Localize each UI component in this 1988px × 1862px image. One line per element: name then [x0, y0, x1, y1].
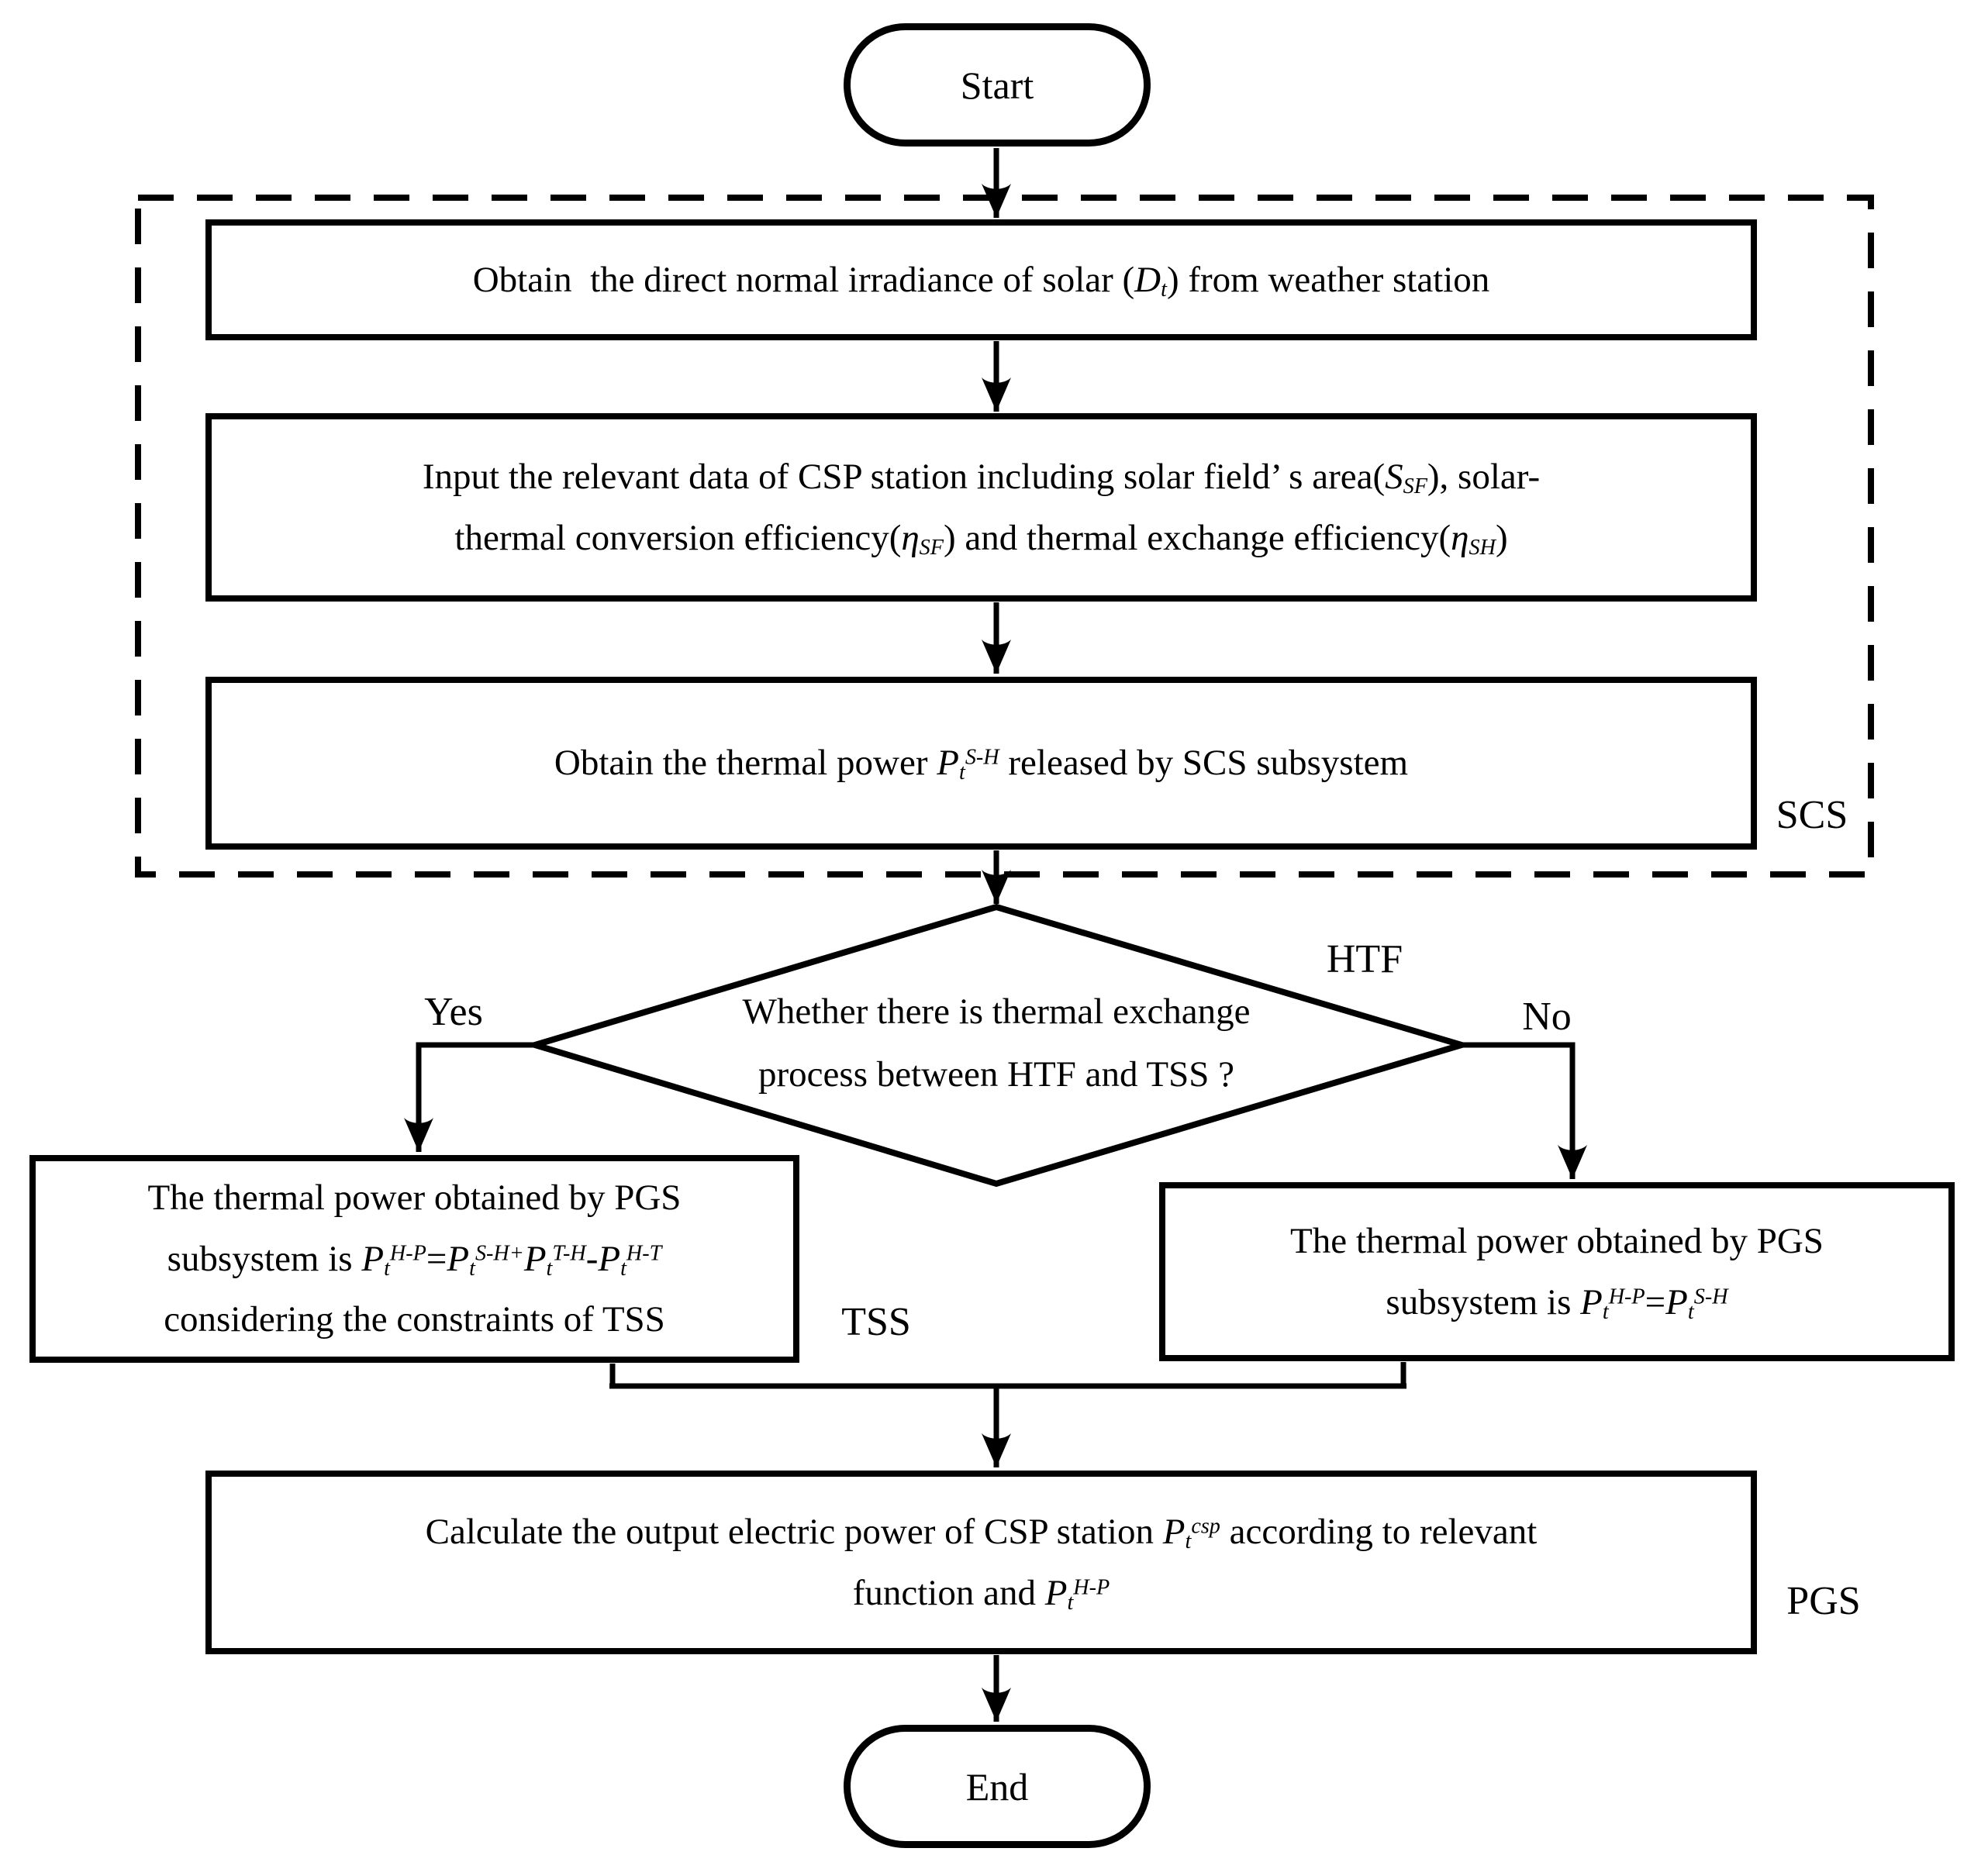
process-box-thermal-power: Obtain the thermal power PtS-H released …: [205, 677, 1757, 850]
process-box-output-power: Calculate the output electric power of C…: [205, 1471, 1757, 1654]
start-terminal: Start: [844, 23, 1151, 147]
text-line: Whether there is thermal exchange: [742, 991, 1251, 1032]
text-line: subsystem is PtH-P=PtS-H+PtT-H-PtH-T: [167, 1238, 662, 1281]
no-branch-label: No: [1522, 995, 1572, 1039]
pgs-label: PGS: [1786, 1579, 1861, 1623]
process-box-irradiance: Obtain the direct normal irradiance of s…: [205, 219, 1757, 340]
text-line: subsystem is PtH-P=PtS-H: [1386, 1281, 1728, 1324]
text-line: Calculate the output electric power of C…: [425, 1511, 1538, 1553]
end-terminal: End: [844, 1725, 1151, 1848]
text-line: Input the relevant data of CSP station i…: [422, 456, 1541, 498]
text-line: Obtain the thermal power PtS-H released …: [554, 743, 1409, 785]
tss-label: TSS: [841, 1300, 911, 1344]
process-box-csp-data: Input the relevant data of CSP station i…: [205, 413, 1757, 602]
decision-question: Whether there is thermal exchange process…: [694, 981, 1299, 1106]
process-box-yes-result: The thermal power obtained by PGS subsyst…: [29, 1155, 799, 1363]
start-label: Start: [960, 63, 1034, 107]
text-line: considering the constraints of TSS: [164, 1299, 665, 1340]
scs-label: SCS: [1776, 793, 1848, 837]
yes-branch-label: Yes: [424, 990, 483, 1034]
process-box-no-result: The thermal power obtained by PGS subsyst…: [1159, 1182, 1955, 1361]
decision-diamond: [524, 903, 1473, 1188]
text-line: The thermal power obtained by PGS: [147, 1177, 682, 1218]
arrow-no-branch: [1462, 1042, 1587, 1179]
text-line: function and PtH-P: [852, 1572, 1110, 1615]
text-line: Obtain the direct normal irradiance of s…: [472, 259, 1490, 302]
htf-label: HTF: [1326, 937, 1403, 981]
text-line: thermal conversion efficiency(ηSF) and t…: [454, 517, 1508, 560]
text-line: The thermal power obtained by PGS: [1290, 1220, 1824, 1261]
arrow-yes-branch: [404, 1042, 535, 1152]
end-label: End: [965, 1764, 1029, 1809]
text-line: process between HTF and TSS ?: [758, 1053, 1234, 1095]
